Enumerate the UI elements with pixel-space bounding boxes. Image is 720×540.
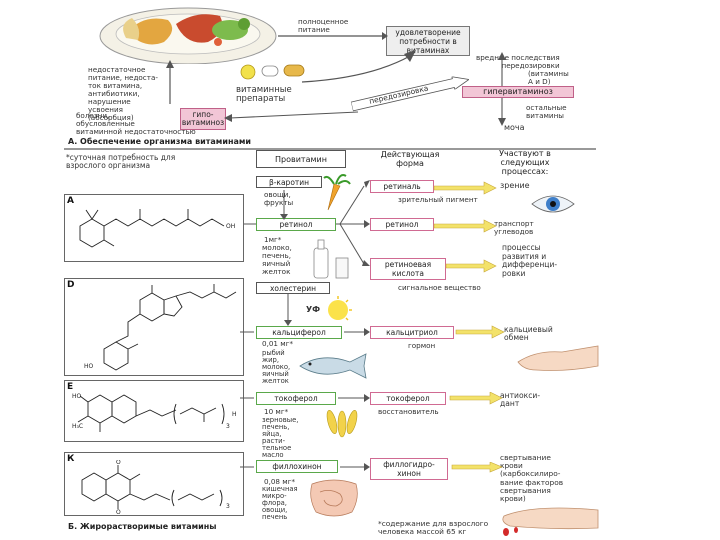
- svg-text:HO: HO: [84, 363, 94, 370]
- daily-need-note: *суточная потребность для взрослого орга…: [66, 153, 176, 170]
- retinol-sources: молоко, печень, яичный желток: [262, 243, 292, 276]
- intestines-icon: [310, 479, 358, 517]
- row-k-arrows: [240, 462, 503, 473]
- svg-text:OH: OH: [226, 223, 235, 230]
- arrow-insufficient-up: [166, 60, 174, 104]
- urine-label: моча: [504, 123, 525, 132]
- calcitriol-box: кальцитриол: [370, 326, 454, 339]
- cholesterol-box: холестерин: [256, 282, 330, 294]
- retinal-box: ретиналь: [370, 180, 434, 193]
- phylloquinone-box: филлохинон: [256, 460, 338, 473]
- satisfy-need-box: удовлетворение потребности в витаминах: [386, 26, 470, 56]
- vision-label: зрение: [500, 181, 530, 190]
- arrows-hypervitaminosis: [498, 52, 506, 126]
- sun-icon: [328, 296, 352, 321]
- retinol-active-box: ретинол: [370, 218, 434, 231]
- harmful-consequences-label: вредные последствия передозировки: [476, 53, 560, 70]
- phylloquinone-sources: кишечная микро- флора, овощи, печень: [262, 485, 298, 521]
- hypervitaminosis-box: гипервитаминоз: [462, 86, 574, 98]
- reductant-label: восстановитель: [378, 407, 439, 416]
- finger-blood-icon: [502, 507, 599, 536]
- vitamin-pills-illustration: [240, 64, 305, 80]
- col-active-form-header: Действующая форма: [368, 150, 452, 168]
- diseases-label: болезни, обусловленные витаминной недост…: [76, 111, 196, 136]
- tocopherol-sources: зерновые, печень, яйца, расти- тельное м…: [262, 416, 299, 459]
- row-e-arrows: [240, 392, 503, 405]
- other-vitamins-label: остальные витамины: [526, 103, 567, 120]
- hypovitaminosis-box: гипо- витаминоз: [180, 108, 226, 130]
- fish-icon: [299, 353, 367, 379]
- section-b-title: Б. Жирорастворимые витамины: [68, 522, 217, 531]
- hormone-label: гормон: [408, 341, 436, 350]
- tocopherol-structure: HO H₃C 3 H: [72, 393, 237, 432]
- row-a-structure-box: [64, 194, 244, 262]
- col-participates-header: Участвуют в следующих процессах:: [476, 149, 574, 176]
- retinol-structure: OH: [79, 209, 235, 248]
- row-d-letter: D: [67, 280, 75, 290]
- svg-text:3: 3: [226, 423, 230, 430]
- signal-label: сигнальное вещество: [398, 283, 481, 292]
- transport-label: транспорт углеводов: [494, 219, 534, 236]
- svg-text:HO: HO: [72, 393, 82, 400]
- row-k-letter: К: [67, 454, 75, 464]
- footer-note: *содержание для взрослого человека массо…: [378, 519, 489, 536]
- vitamin-preparations-label: витаминные препараты: [236, 85, 292, 104]
- svg-text:H: H: [232, 411, 237, 418]
- insufficient-nutrition-label: недостаточное питание, недоста- ток вита…: [88, 65, 158, 122]
- tocopherol-provitamin-box: токоферол: [256, 392, 336, 405]
- row-e-letter: Е: [67, 382, 74, 392]
- tocopherol-active-box: токоферол: [370, 392, 446, 405]
- row-e-structure-box: [64, 380, 244, 442]
- phylloquinone-dose: 0,08 мг*: [264, 477, 296, 486]
- calciferol-box: кальциферол: [256, 326, 342, 339]
- arrow-to-hypo: [224, 111, 359, 122]
- row-k-structure-box: [64, 452, 244, 516]
- milk-bottle-icon: [313, 239, 349, 279]
- retinol-dose: 1мг*: [264, 235, 282, 244]
- tocopherol-dose: 10 мг*: [264, 407, 289, 416]
- full-nutrition-label: полноценное питание: [298, 17, 349, 34]
- antioxidant-label: антиокси- дант: [500, 391, 541, 408]
- arrow-plate-to-box: [278, 32, 388, 40]
- section-divider: [64, 148, 596, 150]
- clotting-label: свертывание крови (карбоксилиро- вание ф…: [500, 453, 564, 504]
- arm-icon: [517, 345, 599, 371]
- row-d-arrows: [240, 294, 505, 339]
- calcium-label: кальциевый обмен: [504, 325, 553, 342]
- col-provitamin-header: Провитамин: [256, 150, 346, 168]
- retinoic-acid-box: ретиноевая кислота: [370, 258, 446, 280]
- phylloquinol-box: филлогидро- хинон: [370, 458, 448, 480]
- svg-text:3: 3: [226, 503, 230, 510]
- beta-carotene-box: β-каротин: [256, 176, 322, 188]
- overdose-arrow: передозировка: [350, 73, 471, 113]
- eye-icon: [531, 195, 575, 213]
- phylloquinone-structure: O O 3: [81, 460, 230, 514]
- retinol-provitamin-box: ретинол: [256, 218, 336, 231]
- visual-pigment-label: зрительный пигмент: [398, 195, 478, 204]
- svg-text:O: O: [116, 509, 121, 514]
- food-plate-illustration: [99, 7, 277, 64]
- svg-text:O: O: [116, 460, 121, 466]
- vegetables-label: овощи, фрукты: [264, 190, 294, 207]
- vitamins-ad-label: (витамины A и D): [528, 69, 569, 86]
- row-a-letter: А: [67, 196, 74, 206]
- uv-label: УФ: [306, 305, 321, 314]
- svg-text:H₃C: H₃C: [72, 423, 83, 430]
- development-label: процессы развития и дифференци- ровки: [502, 243, 558, 278]
- wheat-icon: [326, 410, 358, 438]
- carrot-icon: [323, 174, 351, 211]
- row-a-arrows: [244, 180, 497, 273]
- section-a-title: А. Обеспечение организма витаминами: [68, 137, 252, 146]
- calciferol-structure: HO: [84, 284, 237, 371]
- arrow-pills-to-box: [301, 50, 416, 83]
- calciferol-sources: рыбий жир, молоко, яичный желток: [262, 349, 291, 385]
- calciferol-dose: 0,01 мг*: [262, 339, 294, 348]
